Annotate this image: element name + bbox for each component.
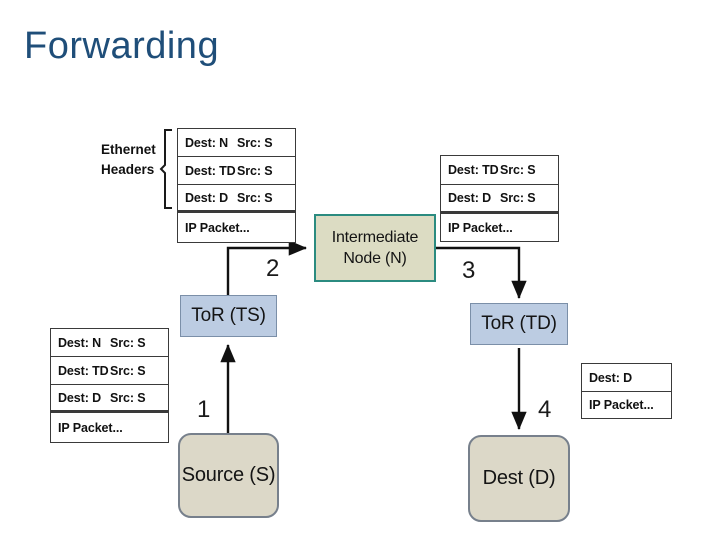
packet-row: Dest: D Src: S bbox=[51, 385, 168, 413]
ethernet-headers-line1: Ethernet bbox=[101, 142, 156, 157]
packet-dest: Dest: D bbox=[185, 190, 229, 205]
step-number-4: 4 bbox=[538, 396, 552, 423]
packet-stack-node-out: Dest: TD Src: S Dest: D Src: S IP Packet… bbox=[440, 155, 559, 242]
packet-src: Src: S bbox=[110, 390, 146, 405]
packet-row: Dest: TD Src: S bbox=[178, 157, 295, 185]
packet-dest: Dest: TD bbox=[185, 163, 236, 178]
node-intermediate-node[interactable]: Intermediate Node (N) bbox=[314, 214, 436, 282]
packet-row: IP Packet... bbox=[51, 413, 168, 442]
packet-row: IP Packet... bbox=[178, 213, 295, 242]
node-dest[interactable]: Dest (D) bbox=[468, 435, 570, 522]
node-label: Intermediate Node (N) bbox=[332, 227, 419, 269]
node-label: ToR (TD) bbox=[481, 313, 557, 334]
packet-row: Dest: TD Src: S bbox=[441, 156, 558, 185]
packet-dest: Dest: N bbox=[58, 335, 102, 350]
packet-payload: IP Packet... bbox=[448, 220, 513, 235]
ethernet-headers-line2: Headers bbox=[101, 162, 155, 177]
packet-dest: Dest: D bbox=[589, 370, 633, 385]
step-number-3: 3 bbox=[462, 257, 476, 284]
node-tor-td[interactable]: ToR (TD) bbox=[470, 303, 568, 345]
curly-brace-bracket-icon bbox=[159, 129, 172, 209]
packet-src: Src: S bbox=[110, 363, 146, 378]
packet-stack-source-out: Dest: N Src: S Dest: TD Src: S Dest: D S… bbox=[177, 128, 296, 243]
node-label-line1: Intermediate bbox=[331, 229, 419, 246]
packet-dest: Dest: TD bbox=[448, 163, 499, 177]
packet-row: IP Packet... bbox=[441, 214, 558, 241]
packet-row: IP Packet... bbox=[582, 392, 671, 418]
packet-dest: Dest: D bbox=[58, 390, 102, 405]
packet-row: Dest: TD Src: S bbox=[51, 357, 168, 385]
packet-src: Src: S bbox=[237, 163, 273, 178]
node-source[interactable]: Source (S) bbox=[178, 433, 279, 518]
packet-src: Src: S bbox=[237, 190, 273, 205]
packet-row: Dest: D Src: S bbox=[178, 185, 295, 213]
packet-src: Src: S bbox=[110, 335, 146, 350]
node-label: ToR (TS) bbox=[191, 305, 266, 326]
packet-row: Dest: D Src: S bbox=[441, 185, 558, 214]
packet-row: Dest: N Src: S bbox=[51, 329, 168, 357]
ethernet-headers-label: Ethernet Headers bbox=[101, 140, 173, 180]
node-label: Source (S) bbox=[181, 464, 276, 486]
node-label: Dest (D) bbox=[482, 467, 556, 489]
packet-payload: IP Packet... bbox=[589, 398, 654, 412]
packet-stack-dest-in: Dest: D IP Packet... bbox=[581, 363, 672, 419]
packet-src: Src: S bbox=[237, 135, 273, 150]
packet-payload: IP Packet... bbox=[58, 420, 123, 435]
packet-dest: Dest: TD bbox=[58, 363, 109, 378]
page-title: Forwarding bbox=[24, 25, 220, 67]
step-number-1: 1 bbox=[197, 396, 211, 423]
node-label-line2: Node (N) bbox=[343, 250, 407, 267]
packet-src: Src: S bbox=[500, 163, 536, 177]
packet-dest: Dest: N bbox=[185, 135, 229, 150]
node-tor-ts[interactable]: ToR (TS) bbox=[180, 295, 277, 337]
packet-row: Dest: N Src: S bbox=[178, 129, 295, 157]
packet-row: Dest: D bbox=[582, 364, 671, 392]
packet-src: Src: S bbox=[500, 191, 536, 205]
packet-stack-source-in: Dest: N Src: S Dest: TD Src: S Dest: D S… bbox=[50, 328, 169, 443]
packet-dest: Dest: D bbox=[448, 191, 492, 205]
step-number-2: 2 bbox=[266, 255, 280, 282]
packet-payload: IP Packet... bbox=[185, 220, 250, 235]
